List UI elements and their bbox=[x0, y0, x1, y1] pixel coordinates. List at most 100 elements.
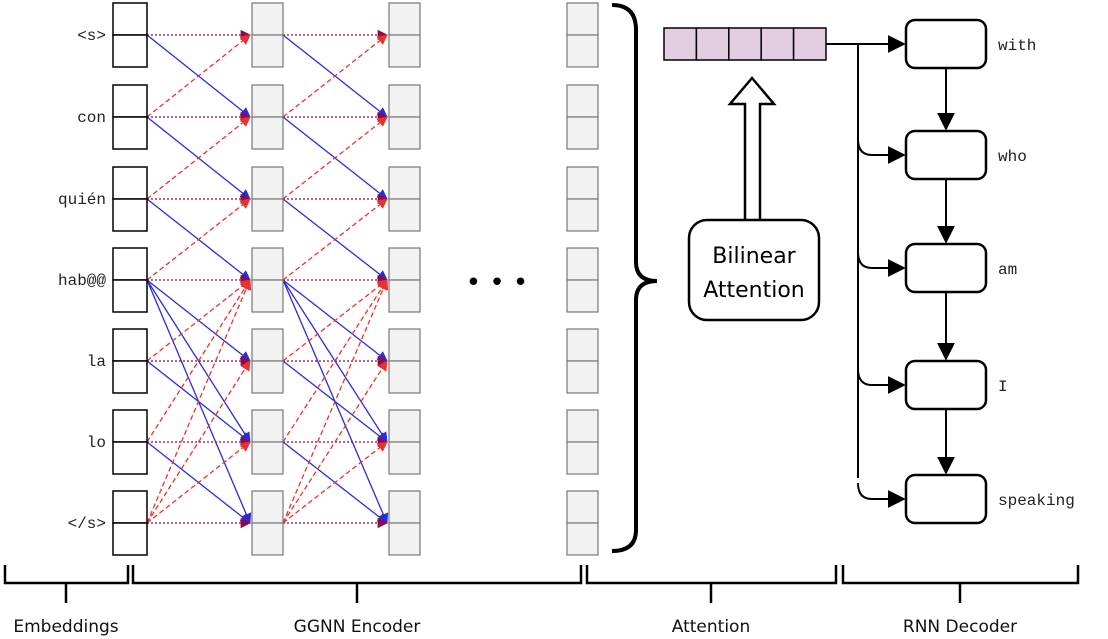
node-top-cell bbox=[112, 247, 148, 281]
attention-vector-cell bbox=[728, 27, 762, 61]
node-bottom-cell bbox=[112, 360, 148, 394]
backward-edge bbox=[146, 116, 251, 200]
section-bracket bbox=[585, 565, 838, 585]
backward-edge bbox=[146, 279, 251, 362]
node-top-cell bbox=[251, 490, 284, 524]
backward-edge bbox=[146, 441, 251, 524]
backward-edge bbox=[146, 279, 252, 524]
encoder-l2-node bbox=[388, 409, 421, 475]
encoder-final-node bbox=[566, 247, 599, 313]
node-bottom-cell bbox=[566, 198, 599, 232]
source-token: hab@@ bbox=[58, 272, 106, 290]
node-bottom-cell bbox=[566, 116, 599, 150]
attention-hollow-arrow bbox=[727, 76, 777, 220]
encoder-l2-node bbox=[388, 328, 421, 394]
node-bottom-cell bbox=[251, 522, 284, 556]
node-bottom-cell bbox=[251, 116, 284, 150]
node-bottom-cell bbox=[251, 198, 284, 232]
node-top-cell bbox=[388, 166, 421, 200]
encoder-columns bbox=[251, 2, 599, 556]
encoder-l1-node bbox=[251, 84, 284, 150]
node-top-cell bbox=[112, 2, 148, 36]
encoder-l1-node bbox=[251, 2, 284, 68]
context-branch-arrow bbox=[857, 368, 906, 394]
node-bottom-cell bbox=[388, 441, 421, 475]
encoder-l1-node bbox=[251, 166, 284, 232]
source-token: <s> bbox=[77, 27, 106, 45]
encoder-final-node bbox=[566, 84, 599, 150]
context-branch-arrow bbox=[857, 138, 906, 164]
decoder-output-token: I bbox=[998, 378, 1008, 396]
forward-edge bbox=[146, 279, 251, 443]
embedding-column bbox=[112, 2, 148, 556]
node-bottom-cell bbox=[388, 360, 421, 394]
encoder-l1-node bbox=[251, 409, 284, 475]
encoder-final-node bbox=[566, 409, 599, 475]
decoder-cell bbox=[904, 473, 988, 525]
bilinear-attention-label-line2: Attention bbox=[703, 278, 805, 303]
embedding-node bbox=[112, 2, 148, 68]
node-bottom-cell bbox=[388, 198, 421, 232]
node-top-cell bbox=[388, 409, 421, 443]
backward-edge bbox=[282, 441, 388, 524]
backward-edge bbox=[146, 198, 251, 281]
source-token: </s> bbox=[68, 515, 106, 533]
backward-edge bbox=[282, 279, 388, 362]
encoder-l2-node bbox=[388, 490, 421, 556]
context-branch-arrow bbox=[857, 251, 906, 277]
node-bottom-cell bbox=[566, 34, 599, 68]
encoder-l1-node bbox=[251, 328, 284, 394]
section-label: Attention bbox=[672, 617, 750, 637]
encoder-l2-node bbox=[388, 247, 421, 313]
node-top-cell bbox=[566, 2, 599, 36]
section-label: GGNN Encoder bbox=[294, 617, 421, 637]
encoder-l2-node bbox=[388, 166, 421, 232]
backward-edge bbox=[282, 198, 388, 281]
attention-vector-cell bbox=[760, 27, 795, 61]
decoder-cell bbox=[904, 242, 988, 294]
node-bottom-cell bbox=[388, 522, 421, 556]
backward-edge bbox=[282, 34, 388, 118]
source-token: la bbox=[87, 353, 107, 371]
node-top-cell bbox=[112, 409, 148, 443]
embedding-node bbox=[112, 490, 148, 556]
node-top-cell bbox=[388, 2, 421, 36]
node-bottom-cell bbox=[251, 441, 284, 475]
section-bracket bbox=[131, 565, 583, 585]
node-bottom-cell bbox=[251, 279, 284, 313]
node-bottom-cell bbox=[112, 522, 148, 556]
ggnn-edges bbox=[146, 29, 389, 529]
section-label: RNN Decoder bbox=[903, 617, 1017, 637]
attention-vector-cell bbox=[792, 27, 827, 61]
layer-ellipsis: • • • bbox=[466, 268, 529, 298]
node-bottom-cell bbox=[566, 279, 599, 313]
encoder-l2-node bbox=[388, 2, 421, 68]
node-top-cell bbox=[388, 490, 421, 524]
encoder-l1-node bbox=[251, 247, 284, 313]
node-bottom-cell bbox=[112, 441, 148, 475]
node-top-cell bbox=[566, 84, 599, 118]
section-bracket bbox=[841, 565, 1080, 585]
node-top-cell bbox=[251, 84, 284, 118]
source-token: con bbox=[77, 109, 106, 127]
source-token: lo bbox=[87, 434, 106, 452]
backward-edge bbox=[146, 360, 251, 524]
embedding-node bbox=[112, 409, 148, 475]
context-branch-arrow bbox=[857, 482, 906, 508]
encoder-final-node bbox=[566, 166, 599, 232]
node-bottom-cell bbox=[112, 116, 148, 150]
node-bottom-cell bbox=[388, 116, 421, 150]
node-top-cell bbox=[388, 84, 421, 118]
bilinear-attention-box bbox=[687, 218, 821, 322]
node-bottom-cell bbox=[566, 522, 599, 556]
node-bottom-cell bbox=[388, 279, 421, 313]
section-bracket bbox=[3, 565, 130, 585]
node-bottom-cell bbox=[251, 34, 284, 68]
decoder-output-token: am bbox=[998, 261, 1017, 279]
node-top-cell bbox=[566, 490, 599, 524]
decoder-output-token: speaking bbox=[998, 492, 1075, 510]
encoder-l2-node bbox=[388, 84, 421, 150]
node-top-cell bbox=[251, 2, 284, 36]
